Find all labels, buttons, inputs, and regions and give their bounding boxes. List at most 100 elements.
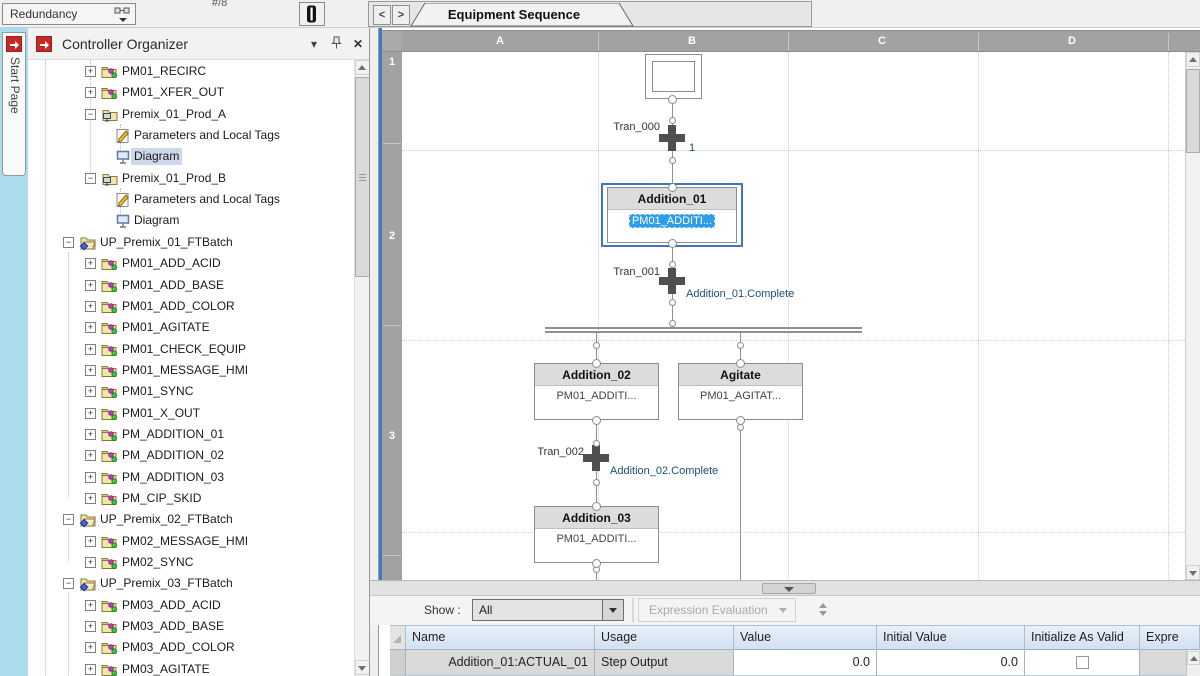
expand-icon[interactable]: + [85,343,96,355]
start-page-tab[interactable]: Start Page [2,32,26,176]
scroll-up-button[interactable] [355,60,370,75]
sfc-step-addition-02[interactable]: Addition_02 PM01_ADDITI... [534,363,659,420]
tab-equipment-sequence[interactable]: Equipment Sequence [447,7,581,22]
sfc-step-addition-01[interactable]: Addition_01 PM01_ADDITI... [607,187,737,243]
splitter-collapse-handle[interactable] [762,583,816,594]
expand-icon[interactable]: + [85,407,96,419]
tab-scroll-left-button[interactable]: < [373,5,391,25]
tree-item-label[interactable]: Diagram [134,213,180,228]
initialize-as-valid-checkbox[interactable] [1076,656,1089,669]
scroll-up-button[interactable] [1187,651,1200,665]
tree-item-label[interactable]: PM01_X_OUT [122,405,201,420]
tree-item-label[interactable]: PM03_ADD_BASE [122,619,225,634]
tree-item-label[interactable]: PM03_ADD_COLOR [122,640,235,655]
tree-item-label[interactable]: PM01_MESSAGE_HMI [122,362,249,377]
close-icon[interactable]: ✕ [352,37,364,51]
tree-item-label[interactable]: PM01_ADD_ACID [122,256,221,271]
pin-icon[interactable] [328,36,344,52]
tree-item-label[interactable]: PM_ADDITION_02 [122,448,225,463]
scrollbar-thumb[interactable] [1186,69,1200,153]
expand-icon[interactable]: + [85,557,96,569]
tree-item-label[interactable]: PM01_RECIRC [122,64,207,78]
tree-item-label[interactable]: Parameters and Local Tags [134,192,280,207]
tree-item-label[interactable]: UP_Premix_01_FTBatch [100,234,233,249]
sfc-step-addition-03[interactable]: Addition_03 PM01_ADDITI... [534,506,659,563]
expand-icon[interactable]: + [85,66,96,77]
collapse-icon[interactable]: − [63,514,74,526]
cell-initial-value[interactable]: 0.0 [877,650,1025,676]
expand-icon[interactable]: + [85,300,96,312]
cell-value[interactable]: 0.0 [734,650,877,676]
sfc-transition[interactable] [583,445,609,471]
sfc-initial-step[interactable] [645,54,702,99]
step-tag-selected[interactable]: PM01_ADDITI... [628,214,716,228]
tree-item-label[interactable]: PM02_MESSAGE_HMI [122,533,249,548]
scroll-down-button[interactable] [355,660,370,675]
tree-item-label[interactable]: PM03_AGITATE [122,661,210,676]
sfc-step-agitate[interactable]: Agitate PM01_AGITAT... [678,363,803,420]
expand-icon[interactable]: + [85,621,96,633]
expand-icon[interactable]: + [85,663,96,675]
tree-item-label[interactable]: PM02_SYNC [122,555,194,570]
dropdown-button[interactable] [602,600,623,620]
scroll-down-button[interactable] [1186,565,1200,580]
tree-item-label[interactable]: PM_CIP_SKID [122,491,202,505]
show-filter-dropdown[interactable]: All [472,599,624,621]
transition-label[interactable]: Tran_000 [613,121,660,133]
panel-menu-chevron-icon[interactable]: ▾ [310,37,318,51]
tree-item-label[interactable]: UP_Premix_02_FTBatch [100,512,233,527]
tree-scrollbar[interactable] [354,60,370,676]
expand-icon[interactable]: + [85,87,96,99]
transition-label[interactable]: Tran_002 [537,446,584,458]
row-selector-cell[interactable] [390,650,406,676]
scroll-up-button[interactable] [1186,52,1200,67]
expand-icon[interactable]: + [85,428,96,440]
cell-name[interactable]: Addition_01:ACTUAL_01 [406,650,595,676]
expand-icon[interactable]: + [85,364,96,376]
collapse-icon[interactable]: − [85,172,96,184]
horizontal-splitter[interactable] [370,580,1200,596]
panel-splitter[interactable] [370,28,379,676]
sfc-canvas[interactable]: Tran_000 1 Addition_01 PM01_ADDITI... Tr… [402,52,1185,580]
transition-label[interactable]: Tran_001 [613,266,660,278]
diagram-vertical-scrollbar[interactable] [1185,52,1200,580]
expand-icon[interactable]: + [85,450,96,462]
tree-item-label[interactable]: PM01_AGITATE [122,320,210,335]
tree-item-label[interactable]: PM01_ADD_COLOR [122,298,235,313]
expand-icon[interactable]: + [85,535,96,547]
tree-item-label[interactable]: Premix_01_Prod_A [122,106,227,121]
sfc-transition[interactable] [659,125,685,151]
table-vertical-scrollbar[interactable] [1186,650,1200,676]
expand-icon[interactable]: + [85,386,96,398]
expand-icon[interactable]: + [85,279,96,291]
tree-item-label[interactable]: Parameters and Local Tags [134,128,280,143]
cell-usage[interactable]: Step Output [595,650,734,676]
expression-evaluation-button[interactable]: Expression Evaluation [638,598,796,622]
tree-item-label[interactable]: Diagram [131,148,183,166]
step-tag[interactable]: PM01_AGITAT... [700,390,781,402]
expand-icon[interactable]: + [85,493,96,504]
module-toolbar-button[interactable] [299,2,325,26]
tree-item-label[interactable]: PM_ADDITION_03 [122,469,225,484]
redundancy-combobox[interactable]: Redundancy [2,3,136,25]
tree-item-label[interactable]: UP_Premix_03_FTBatch [100,576,233,591]
tree-item-label[interactable]: PM01_ADD_BASE [122,277,225,292]
tab-scroll-right-button[interactable]: > [392,5,410,25]
collapse-icon[interactable]: − [63,236,74,248]
tree-item-label[interactable]: Premix_01_Prod_B [122,170,227,185]
scroll-spin-control[interactable] [818,601,828,619]
tree-item-label[interactable]: PM01_SYNC [122,384,194,399]
step-tag[interactable]: PM01_ADDITI... [556,390,637,402]
tree-item-label[interactable]: PM01_XFER_OUT [122,85,225,100]
expand-icon[interactable]: + [85,642,96,654]
expand-icon[interactable]: + [85,471,96,483]
expand-icon[interactable]: + [85,258,96,270]
collapse-icon[interactable]: − [85,108,96,120]
collapse-icon[interactable]: − [63,578,74,590]
expand-icon[interactable]: + [85,599,96,611]
expand-icon[interactable]: + [85,322,96,334]
sfc-transition[interactable] [659,268,685,294]
tree-item-label[interactable]: PM03_ADD_ACID [122,597,221,612]
step-tag[interactable]: PM01_ADDITI... [556,533,637,545]
tree-item-label[interactable]: PM_ADDITION_01 [122,426,225,441]
